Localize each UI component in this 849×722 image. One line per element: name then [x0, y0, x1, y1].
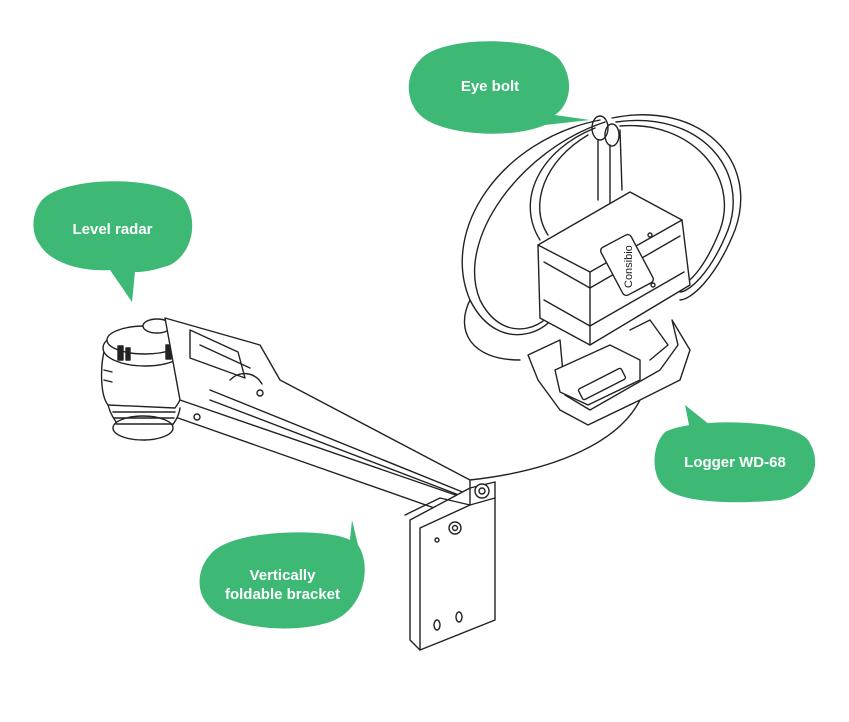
eye-bolt-label: Eye bolt	[460, 78, 520, 95]
callout-logger	[654, 405, 816, 503]
logger-device	[527, 191, 691, 426]
bracket-label-line2: foldable bracket	[224, 586, 341, 603]
callout-bracket	[199, 520, 365, 629]
signal-cable	[469, 399, 641, 481]
logger-label: Logger WD-68	[684, 454, 786, 471]
eye-bolt-hardware	[591, 115, 623, 206]
bracket-label-line1: Vertically	[249, 567, 316, 584]
callout-eye-bolt	[408, 41, 590, 134]
level-radar-label: Level radar	[72, 221, 153, 238]
callout-level-radar	[33, 181, 193, 302]
logger-brand-label: Consibio	[623, 245, 635, 288]
cable-coil	[461, 114, 742, 481]
foldable-bracket	[164, 317, 496, 651]
